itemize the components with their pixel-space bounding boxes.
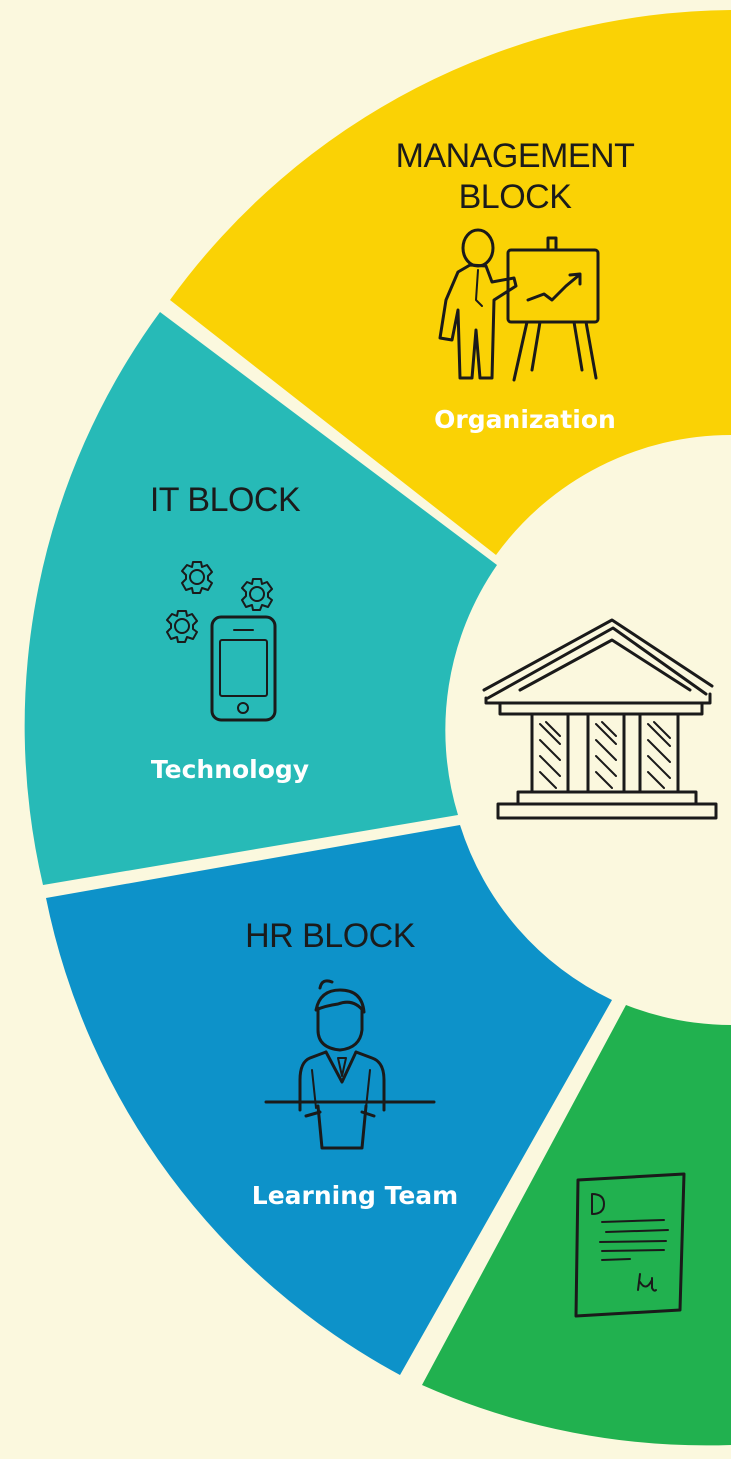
management-block-segment (170, 10, 731, 555)
it-block-subtitle: Technology (150, 755, 310, 784)
management-block-subtitle: Organization (434, 405, 616, 434)
it-block-title: IT BLOCK (149, 481, 301, 519)
businessman-desk-icon (264, 979, 436, 1150)
it-block-segment (24, 312, 497, 885)
hr-block-segment (46, 825, 612, 1375)
management-block-title: MANAGEMENT BLOCK (395, 137, 635, 216)
hr-block-subtitle: Learning Team (251, 1181, 459, 1210)
gears-and-phone-icon (166, 561, 277, 722)
hr-block-title: HR BLOCK (245, 917, 415, 955)
institution-building-icon (482, 618, 718, 820)
document-icon (574, 1172, 686, 1318)
presenter-easel-icon (438, 228, 600, 382)
